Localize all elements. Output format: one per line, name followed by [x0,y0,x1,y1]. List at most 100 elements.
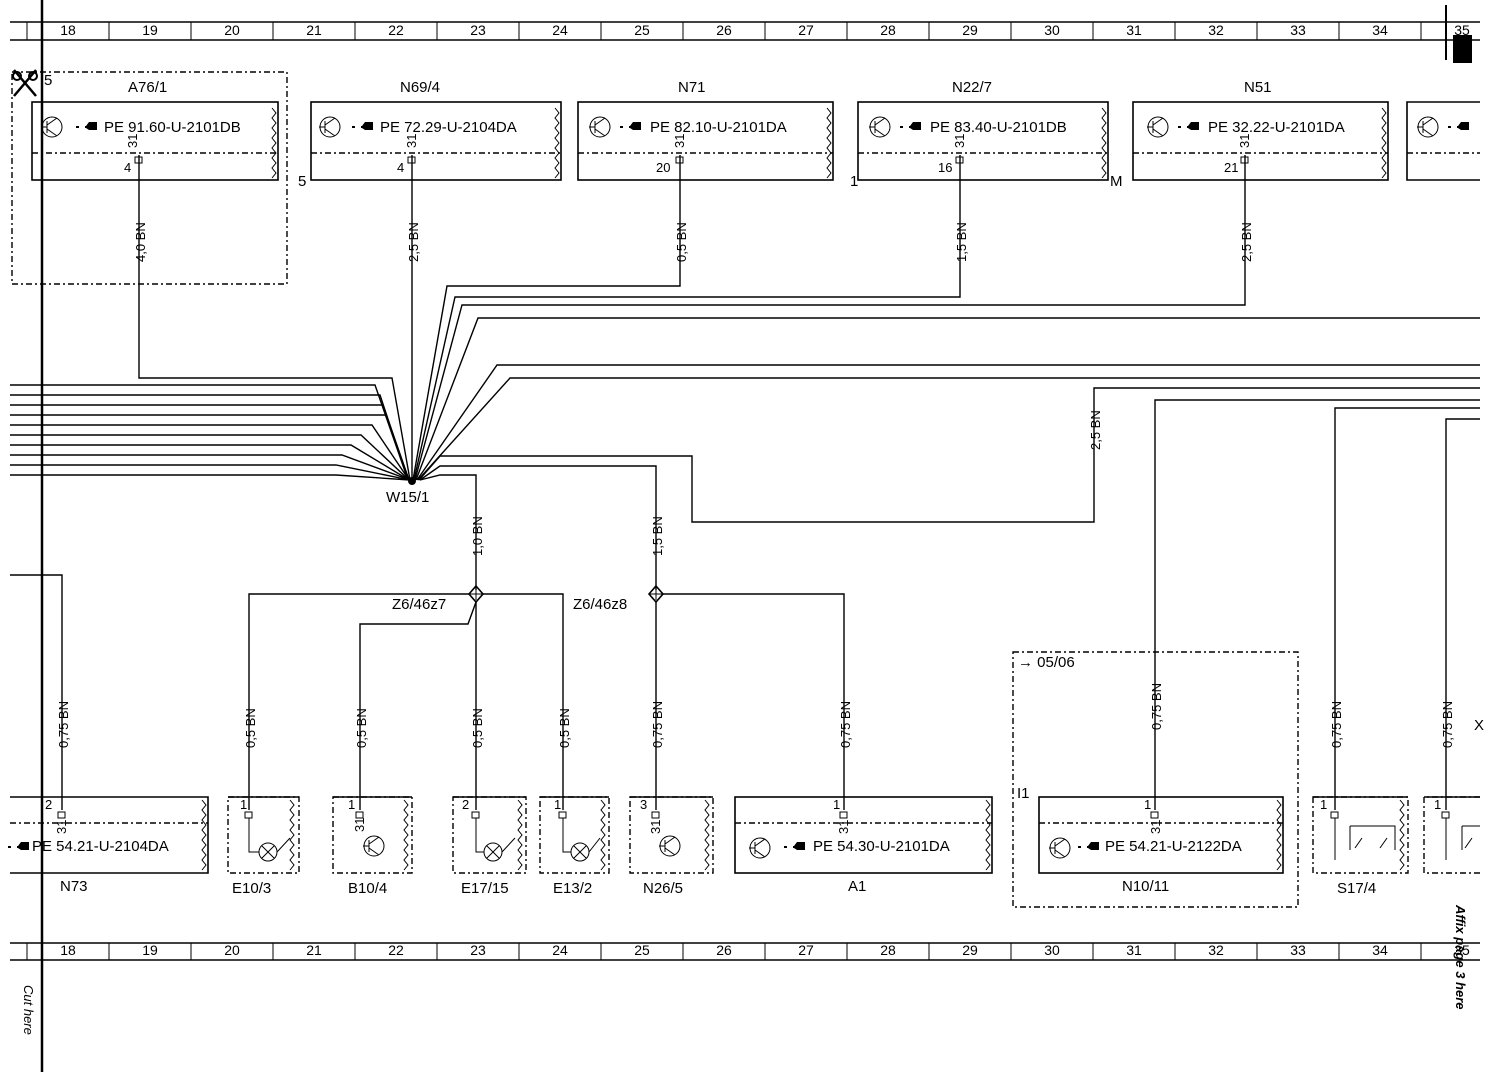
component-n10-label: N10/11 [1122,878,1169,895]
component-a1-pin: 1 [833,797,840,812]
grid-number: 34 [1372,22,1388,38]
splice-z7 [467,584,485,604]
component-n73-box [10,796,209,874]
component-a76-box [31,101,279,181]
grid-number: 21 [306,942,322,958]
component-n73-pin-sub: 31 [54,820,69,834]
component-partial-box [1406,101,1480,181]
grid-number: 20 [224,22,240,38]
component-n69-ref: PE 72.29-U-2104DA [380,119,517,136]
component-n69-pin: 4 [397,160,404,175]
grid-number: 23 [470,942,486,958]
component-b10-box [332,796,413,874]
pin-31-a76: 31 [125,134,140,148]
component-e17-box [452,796,527,874]
pin-31-n69: 31 [404,134,419,148]
grid-number: 19 [142,22,158,38]
component-a1-box [734,796,993,874]
pin-31-n51: 31 [1237,134,1252,148]
component-n10-box [1038,796,1284,874]
component-b10-label: B10/4 [348,880,387,897]
splice-z8 [647,584,665,604]
wire-label-n22: 1,5 BN [954,222,969,262]
wire-label-e13: 0,5 BN [557,708,572,748]
wire-label-n51: 2,5 BN [1239,222,1254,262]
grid-number: 28 [880,942,896,958]
component-n71-ref: PE 82.10-U-2101DA [650,119,787,136]
top-wires [10,155,1480,810]
component-b10-pin-sub: 31 [352,818,367,832]
wire-label-e10: 0,5 BN [243,708,258,748]
grid-number: 20 [224,942,240,958]
wire-label-s17-4: 0,75 BN [1329,701,1344,748]
wire-label-b10: 0,5 BN [354,708,369,748]
wire-label-n10: 0,75 BN [1149,683,1164,730]
grid-number: 23 [470,22,486,38]
wire-label-n26: 0,75 BN [650,701,665,748]
component-n69-box [310,101,562,181]
page-tab-marker [1453,35,1472,63]
grid-number: 31 [1126,942,1142,958]
component-n71-box [577,101,834,181]
grid-number: 31 [1126,22,1142,38]
wire-label-a76: 4,0 BN [133,222,148,262]
a76-outline [11,71,288,285]
scissors-icon [12,69,38,97]
wire-label-n69: 2,5 BN [406,222,421,262]
wire-label-s17: 0,75 BN [1440,701,1455,748]
component-n51-label: N51 [1244,79,1272,96]
grid-number: 28 [880,22,896,38]
component-s17-4-box [1312,796,1409,874]
grid-number: 35 [1454,942,1470,958]
grid-number: 29 [962,942,978,958]
grid-number: 26 [716,22,732,38]
grid-number: 18 [60,942,76,958]
component-n71-pin: 20 [656,160,670,175]
pin-markers [57,156,1450,819]
grid-number: 21 [306,22,322,38]
component-e17-pin: 2 [462,797,469,812]
component-n22-ref: PE 83.40-U-2101DB [930,119,1067,136]
grid-number: 35 [1454,22,1470,38]
component-a76-ref: PE 91.60-U-2101DB [104,119,241,136]
component-a1-pin-sub: 31 [836,820,851,834]
component-n22-pin: 16 [938,160,952,175]
component-n51-ref: PE 32.22-U-2101DA [1208,119,1345,136]
grid-number: 25 [634,942,650,958]
grid-number: 24 [552,942,568,958]
wire-label-n71: 0,5 BN [674,222,689,262]
left-edge-5: 5 [298,173,306,190]
component-e17-label: E17/15 [461,880,509,897]
grid-number: 26 [716,942,732,958]
cut-here-label: Cut here [21,985,36,1035]
component-e10-box [227,796,300,874]
switch-icon-partial [1445,818,1480,860]
wire-label-right: 2,5 BN [1088,410,1103,450]
switch-icon [1334,818,1396,860]
bottom-wires [10,574,845,810]
component-n51-box [1132,101,1389,181]
component-n26-pin: 3 [640,797,647,812]
wire-label-e17: 0,5 BN [470,708,485,748]
grid-number: 24 [552,22,568,38]
component-n10-pin: 1 [1144,797,1151,812]
component-a76-pin: 4 [124,160,131,175]
component-e10-label: E10/3 [232,880,271,897]
component-a76-label: A76/1 [128,79,167,96]
component-e13-label: E13/2 [553,880,592,897]
grid-number: 34 [1372,942,1388,958]
pin-31-n71: 31 [672,134,687,148]
component-s17-4-pin: 1 [1320,797,1327,812]
grid-number: 27 [798,942,814,958]
wire-label-z8: 1,5 BN [650,516,665,556]
component-n22-box [857,101,1109,181]
x-marker: X [1474,717,1484,734]
component-n26-label: N26/5 [643,880,683,897]
component-n22-label: N22/7 [952,79,992,96]
grid-number: 32 [1208,942,1224,958]
component-n73-ref: PE 54.21-U-2104DA [32,838,169,855]
wire-label-z7: 1,0 BN [470,516,485,556]
grid-number: 32 [1208,22,1224,38]
component-n26-pin-sub: 31 [648,820,663,834]
